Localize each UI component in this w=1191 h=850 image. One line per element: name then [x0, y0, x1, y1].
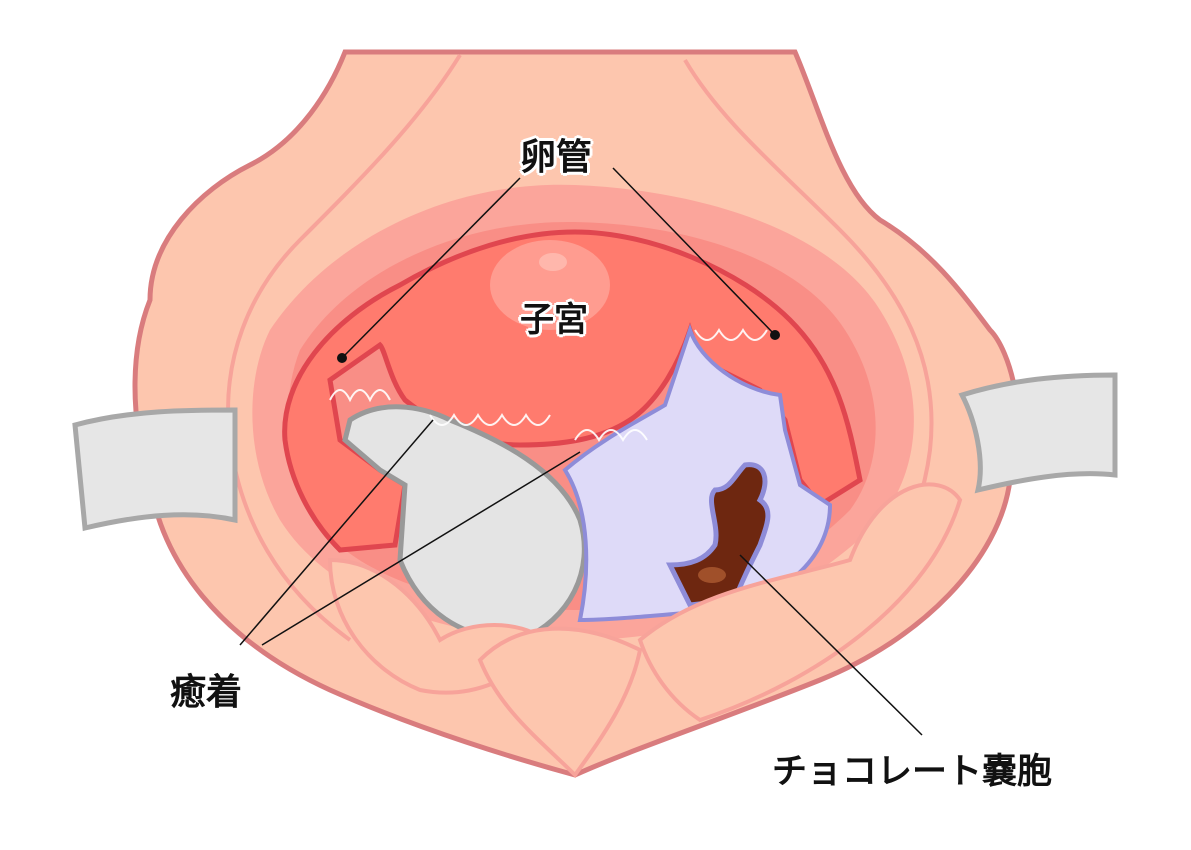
- label-fallopian-tube: 卵管: [520, 137, 593, 178]
- label-uterus: 子宮: [520, 300, 588, 340]
- tube-marker-right: [770, 330, 780, 340]
- label-adhesion: 癒着: [170, 672, 243, 713]
- leader-lines: [239, 167, 923, 736]
- cyst-highlight: [698, 567, 726, 583]
- label-chocolate-cyst: チョコレート嚢胞: [772, 752, 1053, 792]
- left-retractor: [72, 407, 238, 532]
- pelvic-fold-left: [226, 53, 462, 642]
- adhesion-fibers: [329, 328, 768, 442]
- chocolate-cyst: [665, 462, 771, 608]
- lower-fold-right: [637, 482, 963, 723]
- tube-marker-left: [337, 353, 347, 363]
- right-ovary: [562, 323, 833, 623]
- lower-fold-center: [477, 626, 643, 779]
- uterus-highlight: [490, 240, 610, 330]
- uterus-shine: [539, 253, 567, 271]
- right-retractor: [958, 372, 1118, 494]
